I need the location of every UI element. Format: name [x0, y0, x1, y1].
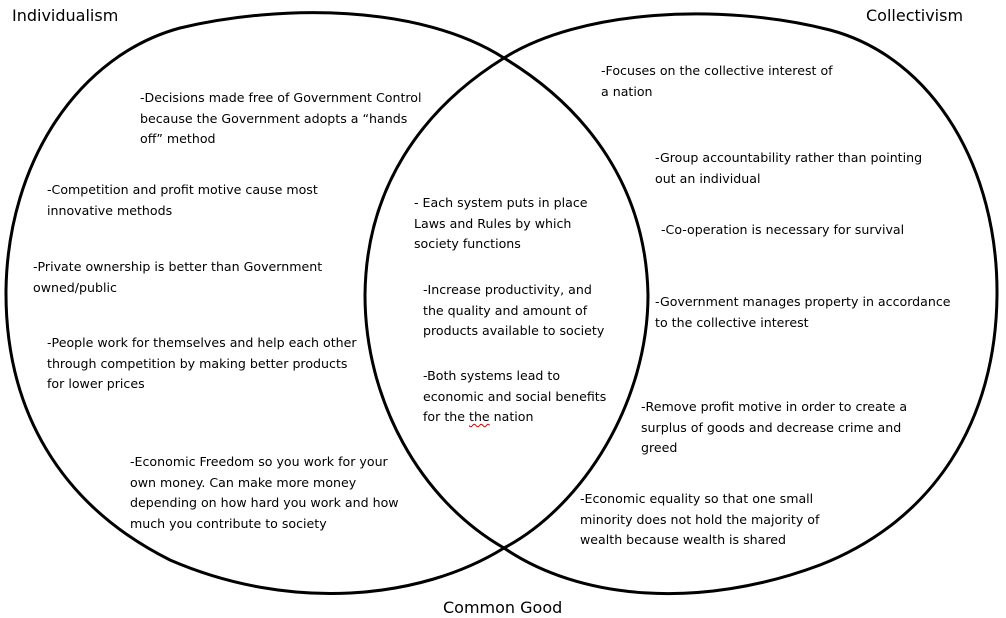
individualism-point-government-control: -Decisions made free of Government Contr… [140, 90, 422, 146]
common-point-benefits-text: -Both systems lead to economic and socia… [423, 368, 607, 424]
collectivism-point-group-accountability: -Group accountability rather than pointi… [655, 150, 923, 186]
collectivism-point-economic-equality: -Economic equality so that one small min… [580, 491, 820, 547]
common-point-productivity: -Increase productivity, and the quality … [423, 282, 605, 338]
common-point-benefits: -Both systems lead to economic and socia… [423, 366, 613, 428]
individualism-point-economic-freedom: -Economic Freedom so you work for your o… [130, 454, 399, 531]
individualism-title: Individualism [12, 6, 119, 25]
collectivism-title: Collectivism [866, 6, 964, 25]
spellcheck-flagged-word: the [469, 409, 490, 424]
common-point-laws-and-rules: - Each system puts in place Laws and Rul… [414, 195, 588, 251]
collectivism-point-government-property: -Government manages property in accordan… [655, 294, 951, 330]
individualism-circle [4, 11, 650, 595]
individualism-point-private-ownership: -Private ownership is better than Govern… [33, 259, 323, 295]
collectivism-point-collective-interest: -Focuses on the collective interest of a… [601, 63, 833, 99]
collectivism-point-remove-profit-motive: -Remove profit motive in order to create… [641, 399, 908, 455]
collectivism-circle [363, 12, 999, 596]
individualism-point-competition: -Competition and profit motive cause mos… [47, 182, 318, 218]
common-point-benefits-end: nation [489, 409, 534, 424]
common-good-title: Common Good [443, 598, 563, 617]
collectivism-point-co-operation: -Co-operation is necessary for survival [661, 222, 905, 237]
individualism-point-people-work: -People work for themselves and help eac… [47, 335, 357, 391]
